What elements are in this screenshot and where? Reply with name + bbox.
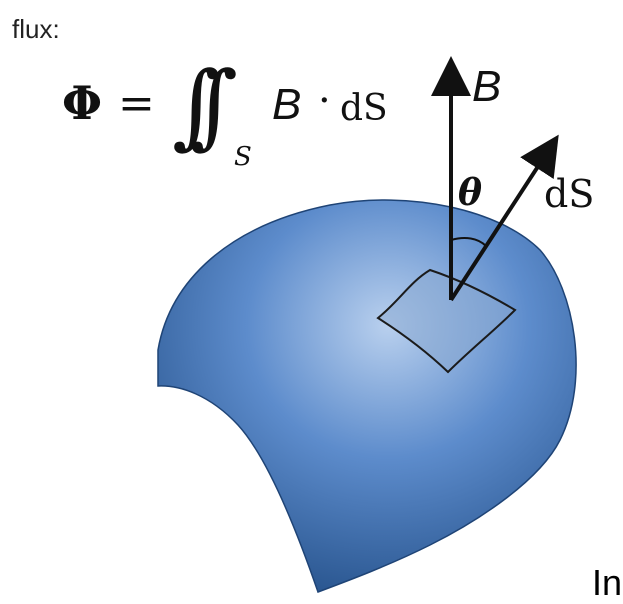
equation-ds: dS xyxy=(340,88,388,129)
ds-vector-arrow xyxy=(449,134,559,302)
curved-surface xyxy=(157,199,577,593)
phi-symbol: Φ xyxy=(62,76,103,130)
integral-subscript: S xyxy=(234,142,252,172)
corner-text: In xyxy=(592,562,623,603)
equals-sign: = xyxy=(118,78,155,129)
equation-b-vector: B xyxy=(272,80,302,129)
b-arrow-label: B xyxy=(472,62,502,111)
ds-arrow-label: dS xyxy=(544,172,595,216)
double-integral-symbol: ∫∫ xyxy=(172,52,238,159)
surface-patch xyxy=(376,268,517,374)
theta-label: θ xyxy=(458,172,483,214)
theta-arc xyxy=(450,237,487,247)
flux-heading: flux: xyxy=(12,14,60,44)
dot-product-symbol: · xyxy=(318,78,331,124)
